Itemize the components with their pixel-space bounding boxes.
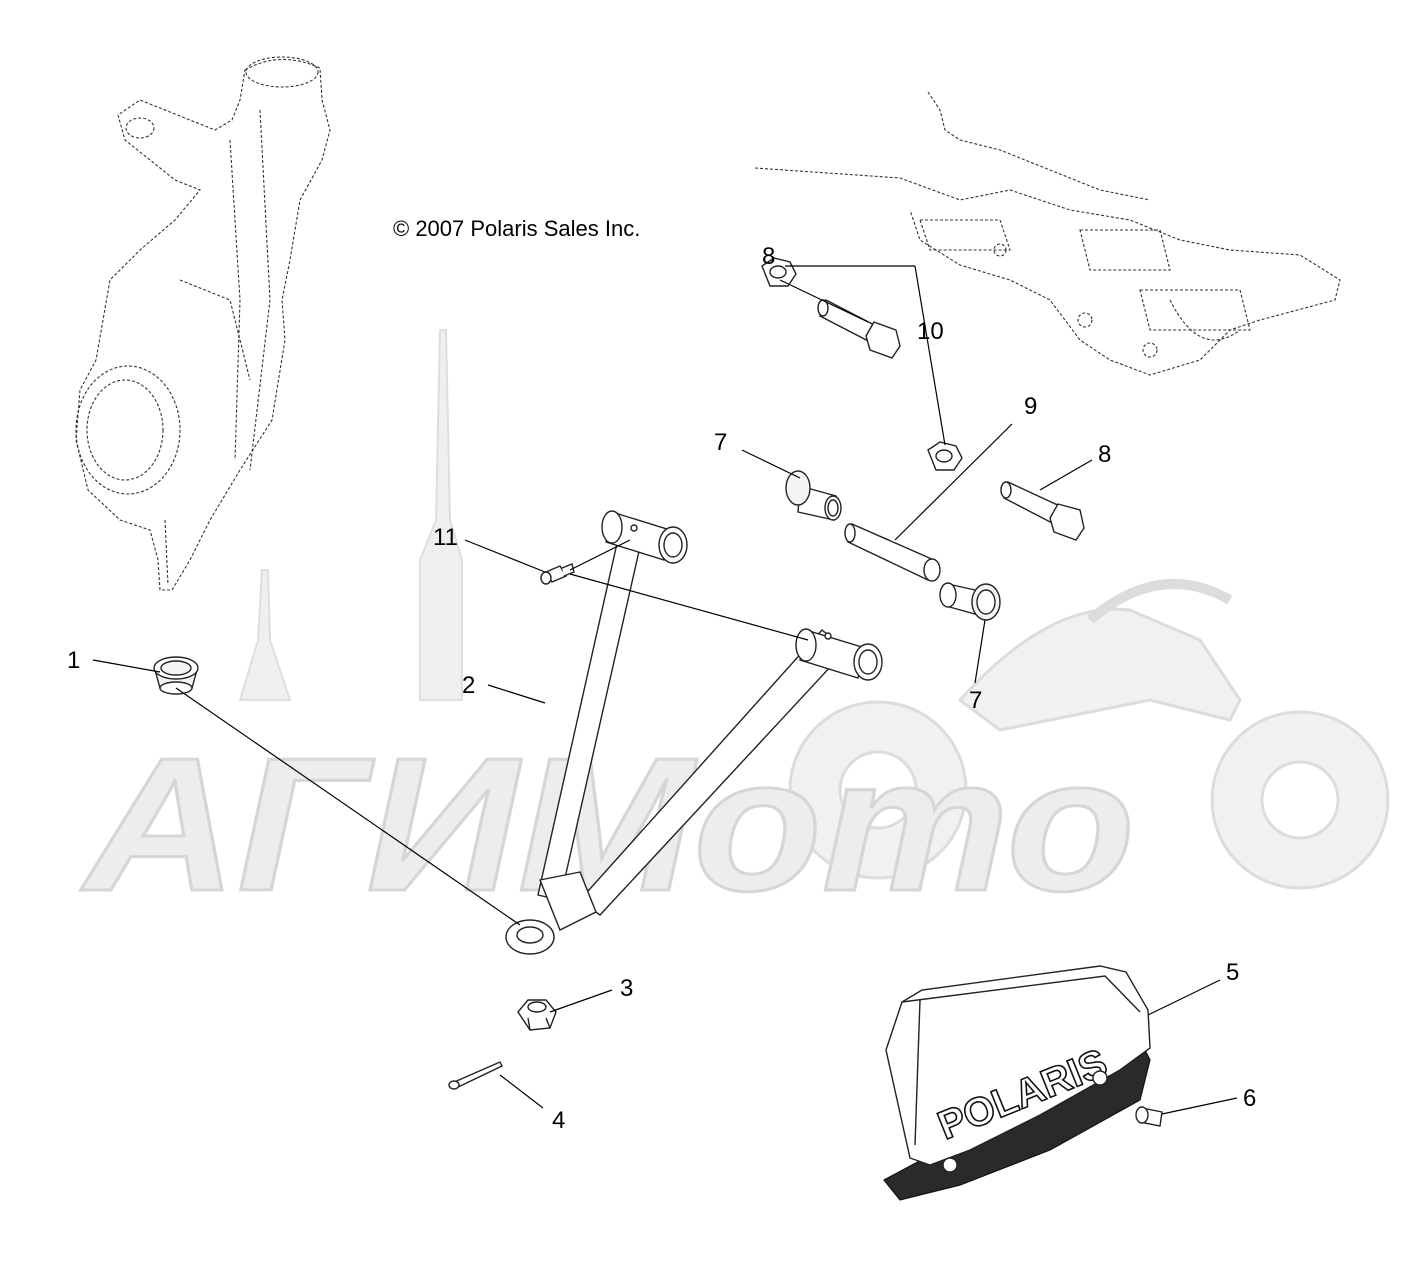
callout-8-lower: 8 bbox=[1098, 441, 1111, 468]
callout-8-upper: 8 bbox=[762, 243, 775, 270]
cotter-pin bbox=[448, 1061, 503, 1090]
callout-6: 6 bbox=[1243, 1085, 1256, 1112]
steering-knuckle bbox=[75, 56, 331, 591]
copyright-text: © 2007 Polaris Sales Inc. bbox=[393, 216, 640, 241]
callout-1: 1 bbox=[67, 647, 80, 674]
callout-9: 9 bbox=[1024, 393, 1037, 420]
a-arm bbox=[505, 510, 883, 955]
locknut-upper bbox=[761, 257, 797, 287]
callout-7-upper: 7 bbox=[714, 429, 727, 456]
grease-fitting bbox=[540, 563, 575, 585]
callout-4: 4 bbox=[552, 1107, 565, 1134]
watermark: АГИМото bbox=[79, 329, 1390, 933]
bolt-upper bbox=[817, 299, 901, 359]
pivot-sleeve bbox=[844, 523, 941, 582]
castle-nut bbox=[517, 999, 557, 1031]
leader-lines bbox=[92, 265, 1238, 1115]
callout-5: 5 bbox=[1226, 959, 1239, 986]
guard-screw bbox=[1135, 1106, 1163, 1127]
a-arm-guard: POLARIS bbox=[883, 965, 1151, 1201]
callout-2: 2 bbox=[462, 672, 475, 699]
callout-11: 11 bbox=[433, 524, 458, 551]
bolt-lower bbox=[1000, 481, 1085, 541]
locknut-lower bbox=[927, 441, 963, 471]
callout-10: 10 bbox=[917, 318, 944, 345]
callout-3: 3 bbox=[620, 975, 633, 1002]
callout-7-lower: 7 bbox=[969, 687, 982, 714]
bushing-lower bbox=[939, 582, 1001, 621]
bushing-upper bbox=[785, 470, 842, 521]
frame-section bbox=[754, 91, 1341, 376]
callout-labels: 1 2 3 4 5 6 7 7 8 8 9 10 11 bbox=[67, 243, 1256, 1134]
